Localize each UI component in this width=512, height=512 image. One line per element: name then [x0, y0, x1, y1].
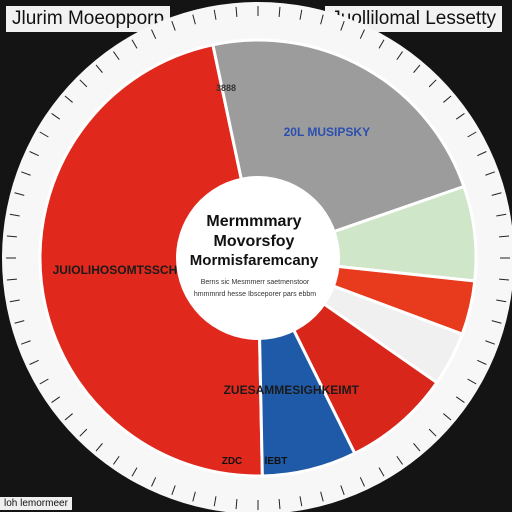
ring-tick — [477, 151, 487, 157]
center-disc — [176, 176, 340, 340]
ring-tick — [113, 455, 120, 465]
ring-tick — [14, 192, 25, 196]
slice-label-1: 20L MUSIPSKY — [284, 125, 370, 139]
center-line-1: Mermmmary — [206, 213, 301, 230]
ring-tick — [29, 359, 39, 365]
ring-tick — [299, 496, 303, 507]
bottom-tag-right: lEBT — [265, 456, 288, 467]
ring-tick — [340, 21, 345, 31]
ring-tick — [485, 340, 495, 345]
ring-tick — [235, 499, 238, 510]
ring-tick — [396, 51, 403, 61]
ring-tick — [340, 485, 345, 495]
ring-tick — [9, 213, 20, 217]
ring-tick — [95, 64, 103, 73]
bottom-tag-left: ZDC — [222, 456, 243, 467]
ring-tick — [64, 95, 73, 103]
ring-tick — [131, 39, 138, 49]
ring-tick — [6, 235, 17, 238]
ring-tick — [95, 443, 103, 452]
ring-tick — [21, 171, 31, 176]
ring-tick — [39, 378, 49, 385]
ring-tick — [413, 443, 421, 452]
ring-tick — [278, 499, 281, 510]
ring-tick — [151, 477, 157, 487]
ring-tick — [39, 131, 49, 138]
ring-tick — [499, 235, 510, 238]
ring-tick — [378, 39, 385, 49]
ring-tick — [171, 485, 176, 495]
ring-tick — [29, 151, 39, 157]
ring-tick — [171, 21, 176, 31]
ring-tick — [320, 14, 324, 25]
ring-tick — [378, 467, 385, 477]
ring-tick — [491, 320, 502, 324]
ring-tick — [467, 131, 477, 138]
ring-tick — [455, 113, 465, 120]
footer-note: loh lemormeer — [0, 497, 72, 510]
ring-tick — [396, 455, 403, 465]
ring-tick — [477, 359, 487, 365]
ring-tick — [443, 413, 452, 421]
ring-tick — [413, 64, 421, 73]
ring-tick — [192, 14, 196, 25]
ring-tick — [299, 9, 303, 20]
ring-tick — [21, 340, 31, 345]
ring-tick — [359, 477, 365, 487]
ring-tick — [496, 299, 507, 303]
ring-tick — [113, 51, 120, 61]
ring-tick — [51, 113, 61, 120]
slice-label-6: ZUESAMMESIGHKEIMT — [224, 383, 360, 397]
ring-tick — [151, 29, 157, 39]
ring-tick — [485, 171, 495, 176]
center-line-2: Movorsfoy — [214, 233, 295, 250]
ring-tick — [428, 428, 437, 437]
ring-tick — [491, 192, 502, 196]
ring-tick — [213, 496, 217, 507]
ring-tick — [455, 396, 465, 403]
ring-tick — [192, 491, 196, 502]
chart-title-left: Jlurim Moeopporp — [6, 6, 171, 32]
ring-tick — [499, 278, 510, 281]
ring-tick — [496, 213, 507, 217]
ring-tick — [428, 79, 437, 88]
ring-tick — [278, 6, 281, 17]
ring-tick — [79, 79, 88, 88]
ring-tick — [51, 396, 61, 403]
center-line-3: Mormisfaremcany — [190, 252, 319, 269]
ring-tick — [320, 491, 324, 502]
slice-label-0: JUIOLIHOSOMTSSCHE — [53, 263, 186, 277]
ring-tick — [467, 378, 477, 385]
ring-tick — [14, 320, 25, 324]
ring-tick — [131, 467, 138, 477]
ring-tick — [6, 278, 17, 281]
ring-tick — [64, 413, 73, 421]
grey-slice-tag: 3888 — [216, 83, 236, 93]
center-caption-2: hmmmnrd hesse Ibsceporer pars ebbm — [194, 291, 316, 298]
ring-tick — [235, 6, 238, 17]
slice-labels: JUIOLIHOSOMTSSCHE 20L MUSIPSKY ZUESAMMESIG… — [53, 83, 371, 467]
ring-tick — [359, 29, 365, 39]
center-caption-1: Berns sic Mesmmerr saetmenstoor — [201, 279, 310, 286]
ring-tick — [9, 299, 20, 303]
ring-tick — [213, 9, 217, 20]
ring-tick — [79, 428, 88, 437]
ring-tick — [443, 95, 452, 103]
pie-slice-0 — [38, 42, 264, 478]
